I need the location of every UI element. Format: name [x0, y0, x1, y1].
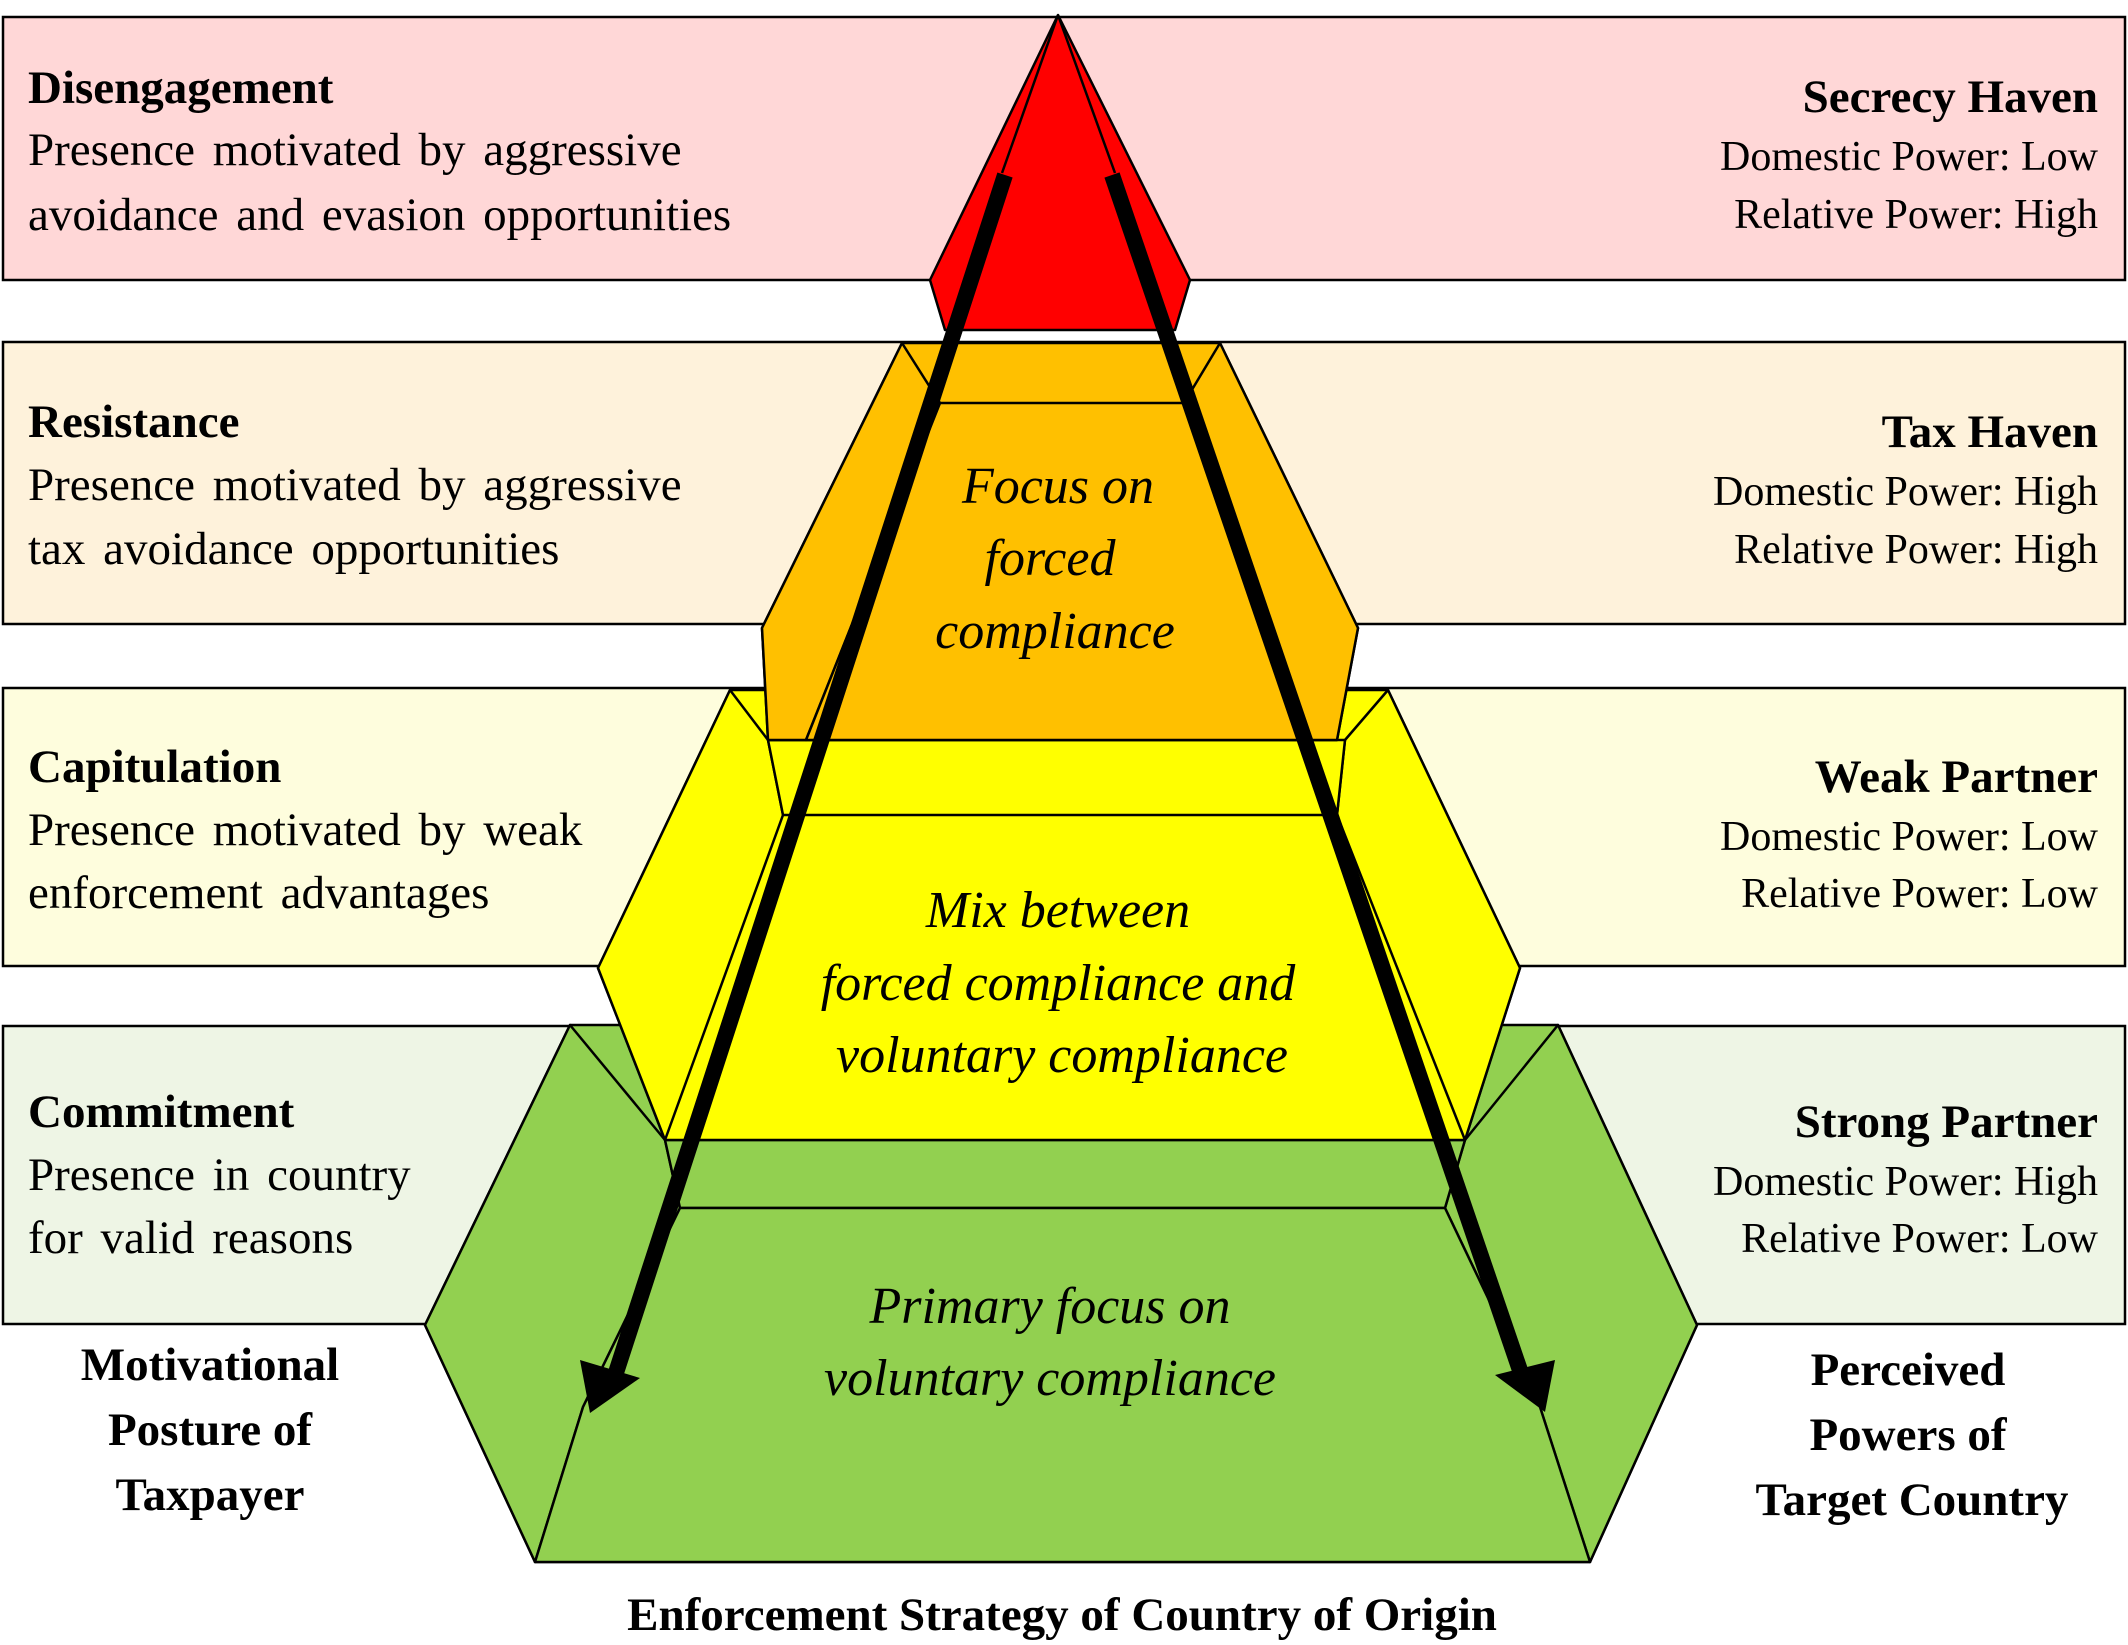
posture-commitment: Commitment — [28, 1086, 295, 1138]
level-tax-haven-right: Tax Haven Domestic Power: High Relative … — [1713, 406, 2098, 573]
axis-line: Perceived — [1811, 1344, 2006, 1396]
bottom-axis-label: Enforcement Strategy of Country of Origi… — [627, 1589, 1497, 1641]
country-type-secrecy-haven: Secrecy Haven — [1803, 71, 2098, 123]
strategy-line: voluntary compliance — [824, 1350, 1276, 1407]
level-resistance-left: Resistance Presence motivated by aggress… — [28, 396, 682, 575]
posture-description: for valid reasons — [28, 1212, 353, 1264]
strategy-yellow: Mix between forced compliance and volunt… — [821, 882, 1297, 1084]
axis-line: Posture of — [108, 1404, 313, 1456]
tier-green — [423, 1023, 1699, 1564]
strategy-orange: Focus on forced compliance — [935, 458, 1175, 660]
strategy-line: forced compliance and — [821, 955, 1297, 1012]
strategy-line: forced — [985, 530, 1117, 587]
left-downward-arrow — [580, 172, 1013, 1413]
strategy-line: Primary focus on — [868, 1278, 1230, 1335]
posture-description: Presence motivated by weak — [28, 804, 583, 856]
level-strong-partner-right: Strong Partner Domestic Power: High Rela… — [1713, 1096, 2099, 1262]
posture-description: Presence motivated by aggressive — [28, 459, 682, 511]
relative-power: Relative Power: Low — [1741, 1216, 2099, 1262]
posture-disengagement: Disengagement — [28, 62, 334, 114]
axis-line: Target Country — [1756, 1474, 2069, 1526]
domestic-power: Domestic Power: High — [1713, 1159, 2098, 1205]
posture-capitulation: Capitulation — [28, 741, 281, 793]
level-capitulation-left: Capitulation Presence motivated by weak … — [28, 741, 583, 919]
country-type-strong-partner: Strong Partner — [1795, 1096, 2098, 1148]
country-type-tax-haven: Tax Haven — [1882, 406, 2098, 458]
right-axis-label: Perceived Powers of Target Country — [1756, 1344, 2069, 1526]
posture-description: Presence in country — [28, 1149, 411, 1201]
posture-description: tax avoidance opportunities — [28, 523, 559, 575]
strategy-line: Mix between — [925, 882, 1190, 939]
posture-description: avoidance and evasion opportunities — [28, 189, 731, 241]
relative-power: Relative Power: High — [1734, 192, 2098, 238]
domestic-power: Domestic Power: High — [1713, 469, 2098, 515]
strategy-line: voluntary compliance — [836, 1027, 1288, 1084]
tier-red — [928, 13, 1192, 332]
level-disengagement-left: Disengagement Presence motivated by aggr… — [28, 62, 731, 241]
posture-description: Presence motivated by aggressive — [28, 124, 682, 176]
tier-yellow — [596, 688, 1522, 1142]
axis-line: Motivational — [81, 1339, 339, 1391]
level-weak-partner-right: Weak Partner Domestic Power: Low Relativ… — [1720, 751, 2099, 917]
level-commitment-left: Commitment Presence in country for valid… — [28, 1086, 411, 1264]
level-secrecy-haven-right: Secrecy Haven Domestic Power: Low Relati… — [1720, 71, 2099, 238]
axis-line: Taxpayer — [116, 1469, 305, 1521]
domestic-power: Domestic Power: Low — [1720, 134, 2099, 180]
left-axis-label: Motivational Posture of Taxpayer — [81, 1339, 339, 1521]
strategy-line: compliance — [935, 603, 1175, 660]
relative-power: Relative Power: High — [1734, 527, 2098, 573]
axis-line: Powers of — [1809, 1409, 2007, 1461]
strategy-line: Focus on — [961, 458, 1154, 515]
posture-resistance: Resistance — [28, 396, 239, 448]
domestic-power: Domestic Power: Low — [1720, 814, 2099, 860]
right-downward-arrow — [1104, 172, 1555, 1412]
relative-power: Relative Power: Low — [1741, 871, 2099, 917]
strategy-green: Primary focus on voluntary compliance — [824, 1278, 1276, 1407]
posture-description: enforcement advantages — [28, 867, 489, 919]
country-type-weak-partner: Weak Partner — [1815, 751, 2098, 803]
